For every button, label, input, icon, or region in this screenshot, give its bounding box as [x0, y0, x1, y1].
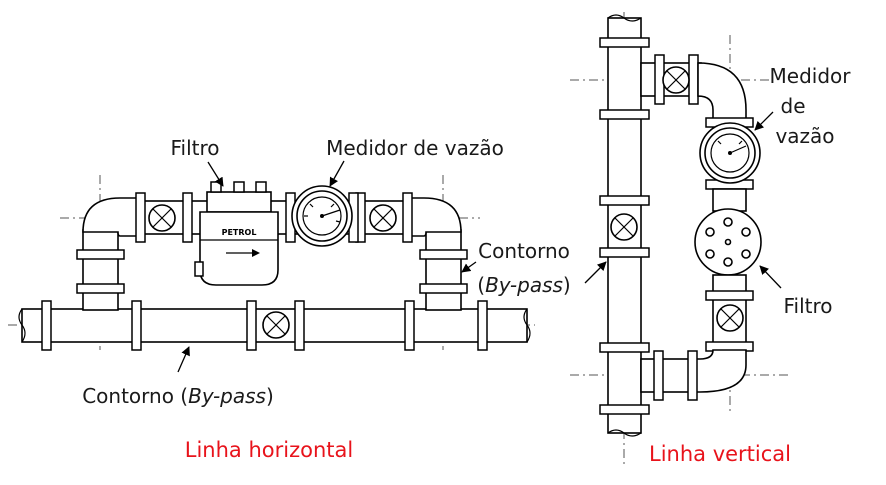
vertical-filter	[694, 188, 762, 296]
vertical-lower-valve	[716, 304, 744, 332]
horizontal-bypass-bottom-suffix: )	[266, 384, 274, 408]
horizontal-right-riser	[405, 197, 468, 311]
vertical-main-valve	[610, 213, 638, 241]
vertical-meter-label-line2: de	[781, 94, 806, 118]
horizontal-flow-meter	[285, 185, 359, 247]
vertical-flow-meter	[699, 122, 761, 190]
horizontal-bypass-bottom-pointer	[177, 346, 190, 373]
horizontal-line-diagram: PETROL Filtro Medidor de vazão Contorno …	[8, 136, 571, 462]
vertical-caption: Linha vertical	[649, 442, 791, 466]
horizontal-bypass-left-valve	[148, 204, 176, 232]
horizontal-bypass-paren-close: )	[563, 273, 571, 297]
vertical-meter-label-line3: vazão	[775, 124, 834, 148]
vertical-filter-label: Filtro	[783, 294, 832, 318]
horizontal-caption: Linha horizontal	[185, 438, 353, 462]
horizontal-filter-label: Filtro	[170, 136, 219, 160]
horizontal-meter-pointer	[329, 160, 345, 187]
vertical-meter-pointer	[754, 111, 774, 131]
horizontal-bypass-bottom-italic: By-pass	[188, 384, 266, 408]
horizontal-filter-pointer	[207, 161, 224, 187]
horizontal-main-pipe	[18, 300, 531, 351]
vertical-line-diagram: Medidor de vazão Filtro Linha vertical	[570, 12, 851, 466]
vertical-bypass-pointer-from-left	[584, 261, 607, 284]
horizontal-main-valve	[262, 311, 290, 339]
horizontal-bypass-side-pointer	[461, 261, 477, 273]
vertical-main-pipe	[599, 14, 650, 437]
horizontal-meter-label: Medidor de vazão	[326, 136, 504, 160]
horizontal-bypass-paren-open: (	[477, 273, 485, 297]
vertical-lower-branch	[640, 290, 754, 401]
horizontal-bypass-italic: By-pass	[485, 273, 563, 297]
horizontal-bypass-bottom-prefix: Contorno (	[82, 384, 188, 408]
horizontal-left-riser	[76, 197, 139, 311]
horizontal-bypass-bottom-label: Contorno (By-pass)	[82, 384, 274, 408]
vertical-meter-label-line1: Medidor	[770, 64, 852, 88]
vertical-top-branch	[640, 54, 754, 131]
vertical-top-valve	[662, 66, 690, 94]
horizontal-filter: PETROL	[194, 181, 279, 286]
horizontal-bypass-right-valve	[369, 204, 397, 232]
horizontal-bypass-label-line2: (By-pass)	[477, 273, 570, 297]
vertical-filter-pointer	[759, 265, 782, 289]
horizontal-bypass-label-line1: Contorno	[478, 239, 570, 263]
filter-body-text: PETROL	[222, 228, 257, 237]
